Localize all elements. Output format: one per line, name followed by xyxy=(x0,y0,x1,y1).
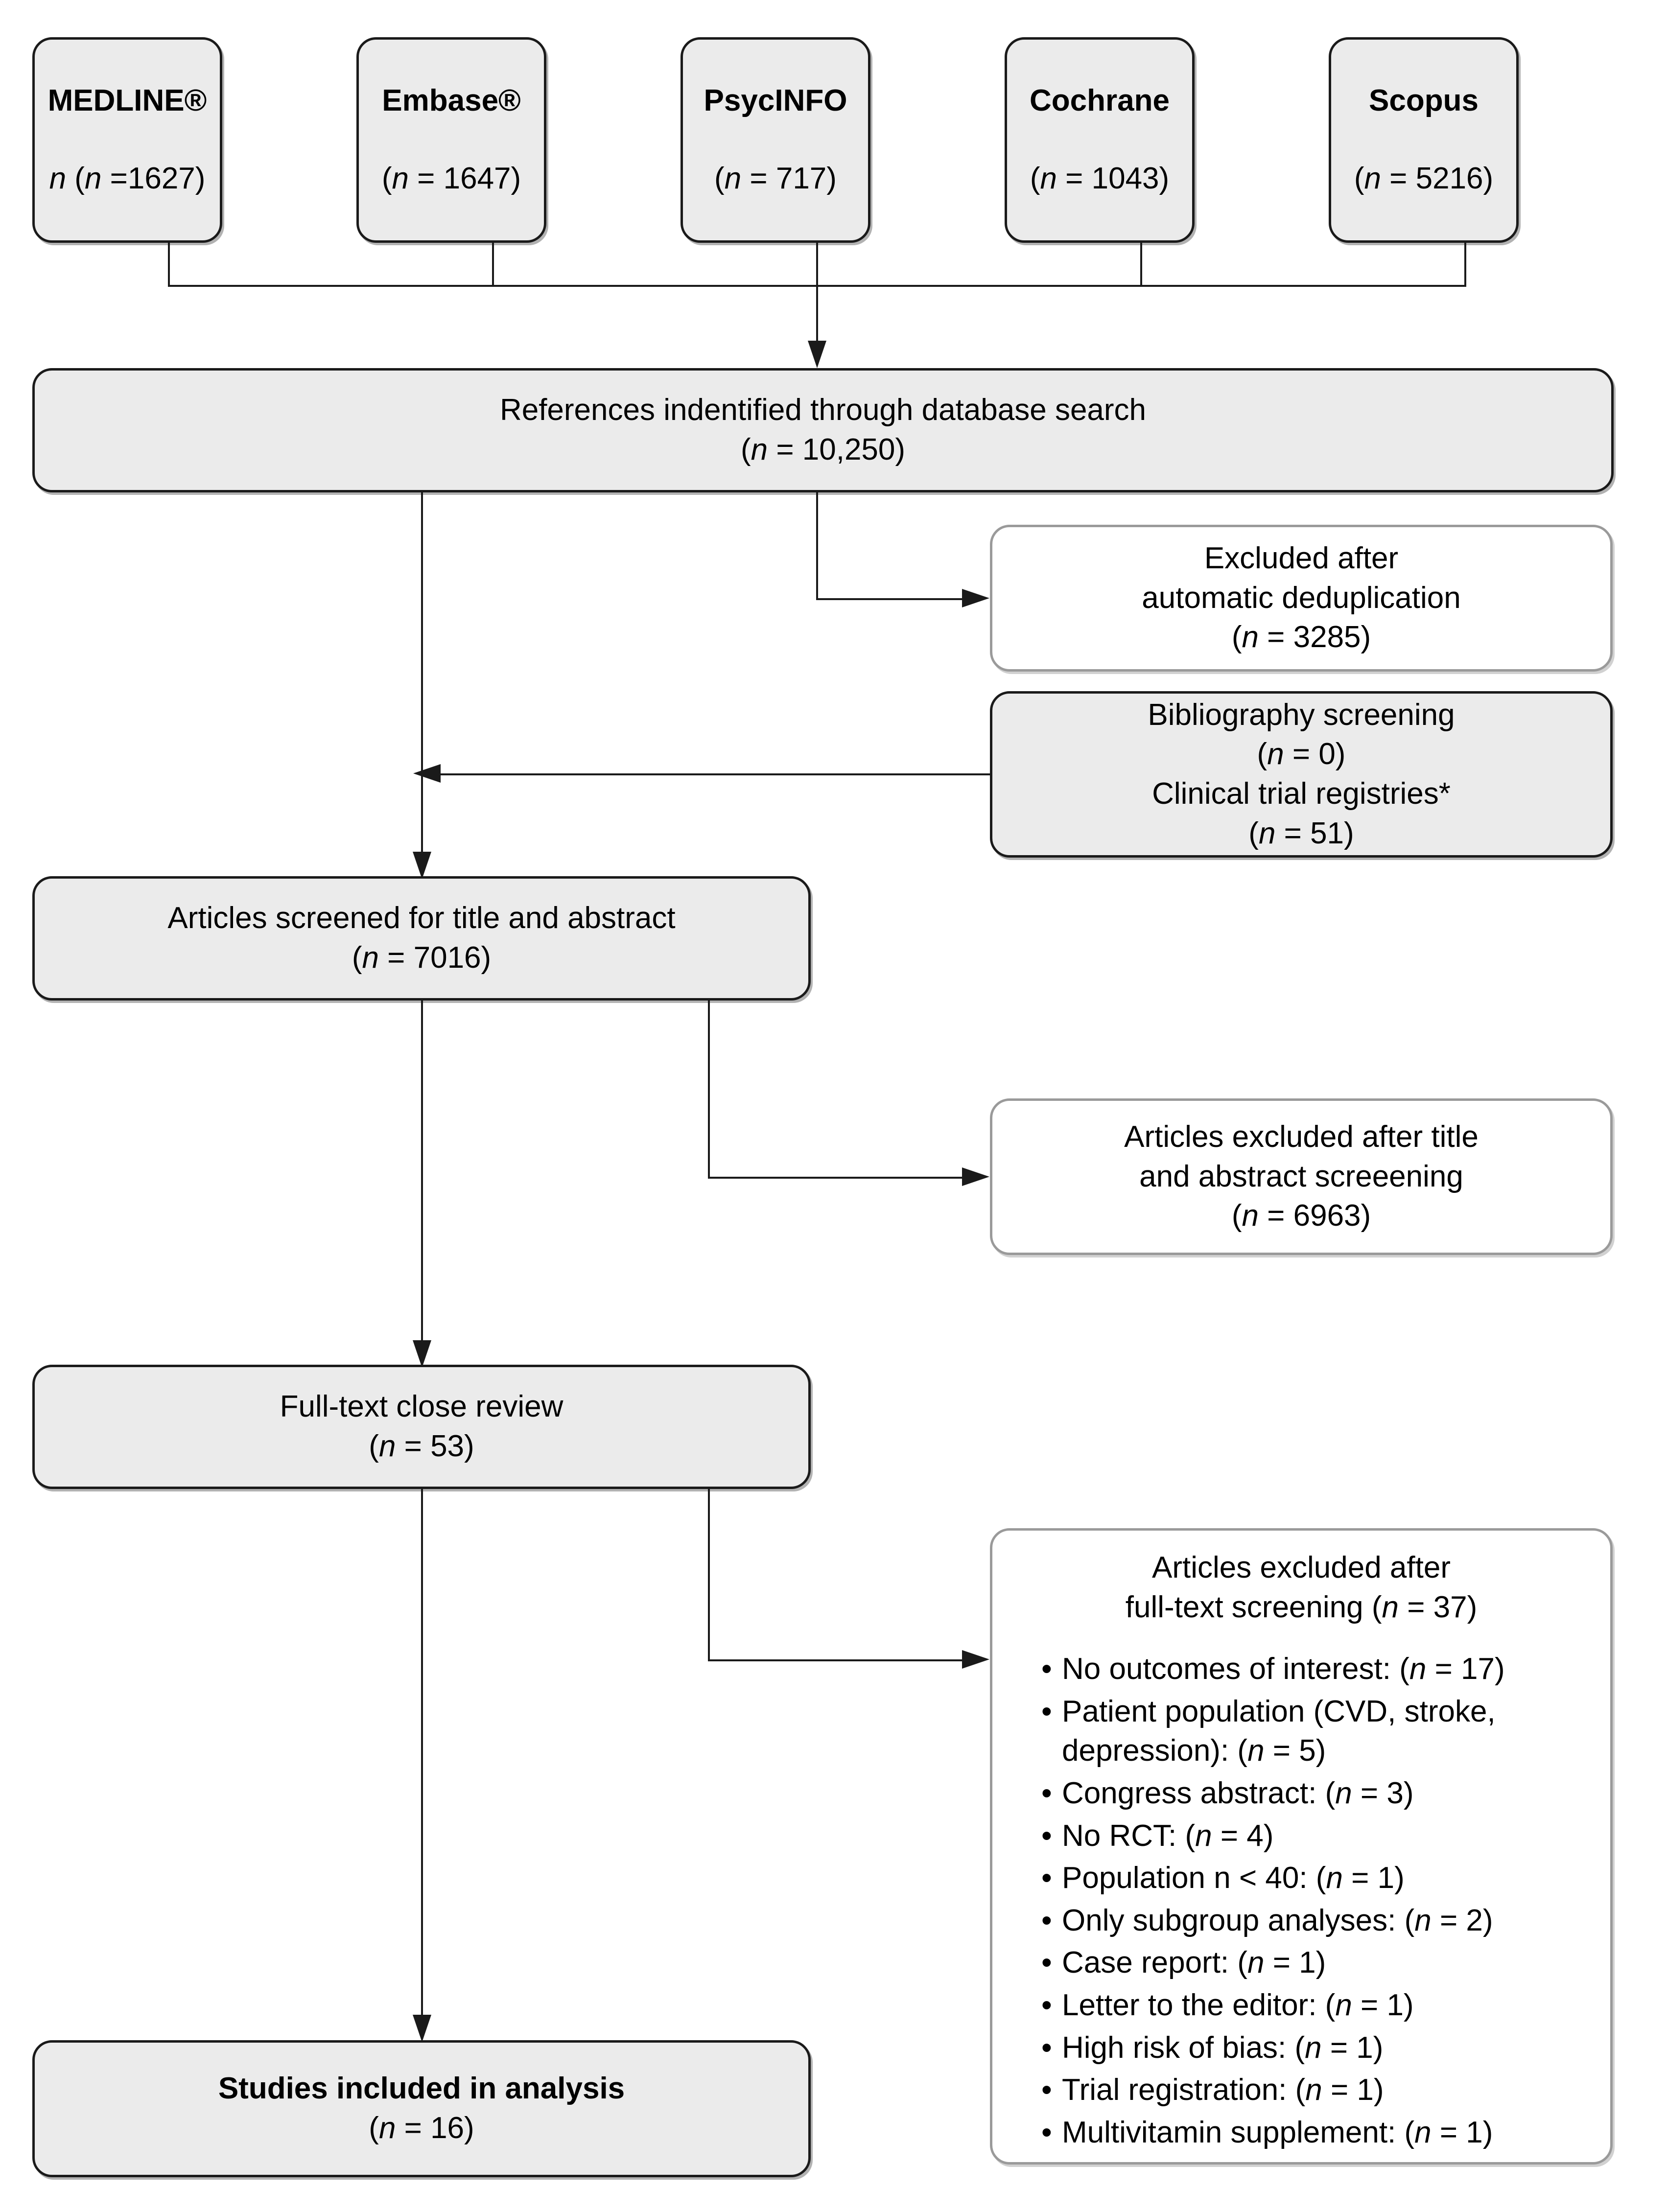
identified-box: References indentified through database … xyxy=(32,368,1614,492)
ft-excluded-head-line2: full-text screening (n = 37) xyxy=(1125,1590,1478,1624)
list-item: No outcomes of interest: (n = 17) xyxy=(1041,1650,1591,1689)
connector-screened-taexcl-v xyxy=(708,1001,710,1177)
arrow-to-dedup-excluded xyxy=(962,589,989,607)
other-sources-box: Bibliography screening (n = 0) Clinical … xyxy=(990,691,1613,858)
source-box-cochrane: Cochrane (n = 1043) xyxy=(1005,37,1195,243)
connector-identified-dedup-v xyxy=(816,492,818,598)
reason-label: Congress abstract: xyxy=(1062,1776,1317,1810)
source-count: n (n =1627)(n =1627) xyxy=(49,162,206,195)
screened-box: Articles screened for title and abstract… xyxy=(32,876,811,1001)
ta-excluded-line1: Articles excluded after title xyxy=(1124,1120,1479,1154)
connector-screened-fulltext xyxy=(421,1001,423,1343)
fulltext-box: Full-text close review (n = 53) xyxy=(32,1365,811,1489)
list-item: High risk of bias: (n = 1) xyxy=(1041,2028,1591,2068)
list-item: Trial registration: (n = 1) xyxy=(1041,2071,1591,2110)
list-item: Multivitamin supplement: (n = 1) xyxy=(1041,2113,1591,2153)
other-sources-line2: Clinical trial registries* xyxy=(1152,777,1451,811)
dedup-excluded-count: (n = 3285) xyxy=(1231,620,1371,654)
included-box: Studies included in analysis (n = 16) xyxy=(32,2040,811,2177)
screened-count: (n = 7016) xyxy=(352,941,492,975)
ft-excluded-box: Articles excluded after full-text screen… xyxy=(990,1528,1613,2165)
identified-title: References indentified through database … xyxy=(499,393,1147,427)
list-item: No RCT: (n = 4) xyxy=(1041,1816,1591,1856)
included-title: Studies included in analysis xyxy=(218,2072,625,2106)
list-item: Population n < 40: (n = 1) xyxy=(1041,1859,1591,1898)
arrow-other-sources-to-spine xyxy=(413,764,441,783)
connector-identified-dedup-h xyxy=(816,598,963,600)
ft-excluded-reason-list: No outcomes of interest: (n = 17) Patien… xyxy=(1012,1650,1591,2152)
list-item: Case report: (n = 1) xyxy=(1041,1943,1591,1983)
screened-title: Articles screened for title and abstract xyxy=(167,901,676,935)
other-sources-line1: Bibliography screening xyxy=(1148,698,1455,732)
connector-identified-screened xyxy=(421,492,423,855)
list-item: Only subgroup analyses: (n = 2) xyxy=(1041,1901,1591,1941)
connector-psycinfo-down xyxy=(816,243,818,285)
arrow-to-screened xyxy=(413,852,431,879)
reason-label: High risk of bias: xyxy=(1062,2030,1287,2065)
source-box-medline: MEDLINE® n (n =1627)(n =1627) xyxy=(32,37,222,243)
connector-fulltext-ftexcl-v xyxy=(708,1489,710,1659)
other-sources-count2: (n = 51) xyxy=(1248,816,1354,850)
source-name: MEDLINE® xyxy=(47,84,207,118)
included-count: (n = 16) xyxy=(369,2111,474,2145)
source-count: (n = 717) xyxy=(714,162,837,195)
connector-embase-down xyxy=(492,243,494,285)
ft-excluded-head-line1: Articles excluded after xyxy=(1152,1551,1451,1584)
reason-label: Trial registration: xyxy=(1062,2073,1287,2107)
source-box-psycinfo: PsycINFO (n = 717) xyxy=(681,37,870,243)
reason-label: Letter to the editor: xyxy=(1062,1988,1317,2022)
other-sources-count1: (n = 0) xyxy=(1257,737,1346,771)
reason-label: Multivitamin supplement: xyxy=(1062,2115,1396,2149)
arrow-to-fulltext xyxy=(413,1340,431,1368)
connector-bus-to-identified xyxy=(816,285,818,344)
identified-count: (n = 10,250) xyxy=(740,433,906,466)
ta-excluded-count: (n = 6963) xyxy=(1231,1199,1371,1233)
arrow-to-ta-excluded xyxy=(962,1167,989,1186)
arrow-to-ft-excluded xyxy=(962,1650,989,1669)
list-item: Patient population (CVD, stroke, depress… xyxy=(1041,1692,1591,1771)
source-box-embase: Embase® (n = 1647) xyxy=(356,37,546,243)
dedup-excluded-line2: automatic deduplication xyxy=(1142,581,1461,615)
arrow-to-included xyxy=(413,2015,431,2042)
ft-excluded-heading: Articles excluded after full-text screen… xyxy=(1012,1548,1591,1627)
reason-label: No outcomes of interest: xyxy=(1062,1652,1391,1686)
source-name: Cochrane xyxy=(1030,84,1170,118)
reason-label: Case report: xyxy=(1062,1946,1229,1980)
ta-excluded-box: Articles excluded after title and abstra… xyxy=(990,1098,1613,1255)
list-item: Letter to the editor: (n = 1) xyxy=(1041,1986,1591,2026)
ta-excluded-line2: and abstract screeening xyxy=(1139,1159,1463,1193)
source-count: (n = 1647) xyxy=(381,162,521,195)
source-name: Scopus xyxy=(1369,84,1479,118)
source-box-scopus: Scopus (n = 5216) xyxy=(1329,37,1519,243)
reason-label: Only subgroup analyses: xyxy=(1062,1903,1396,1937)
dedup-excluded-box: Excluded after automatic deduplication (… xyxy=(990,525,1613,672)
connector-medline-down xyxy=(168,243,170,285)
list-item: Congress abstract: (n = 3) xyxy=(1041,1774,1591,1814)
fulltext-title: Full-text close review xyxy=(280,1390,563,1424)
dedup-excluded-line1: Excluded after xyxy=(1204,541,1399,576)
source-count: (n = 5216) xyxy=(1354,162,1494,195)
source-count: (n = 1043) xyxy=(1030,162,1170,195)
connector-fulltext-included xyxy=(421,1489,423,2018)
fulltext-count: (n = 53) xyxy=(369,1429,474,1463)
connector-cochrane-down xyxy=(1140,243,1142,285)
reason-label: No RCT: xyxy=(1062,1818,1177,1853)
reason-label: Population n < 40: xyxy=(1062,1861,1308,1895)
source-name: Embase® xyxy=(382,84,521,118)
connector-scopus-down xyxy=(1464,243,1466,285)
reason-label: Patient population (CVD, stroke, depress… xyxy=(1062,1694,1496,1768)
connector-fulltext-ftexcl-h xyxy=(708,1659,963,1661)
arrow-to-identified xyxy=(808,341,826,368)
connector-screened-taexcl-h xyxy=(708,1177,963,1179)
source-name: PsycINFO xyxy=(704,84,847,118)
connector-other-sources-h xyxy=(440,773,991,775)
